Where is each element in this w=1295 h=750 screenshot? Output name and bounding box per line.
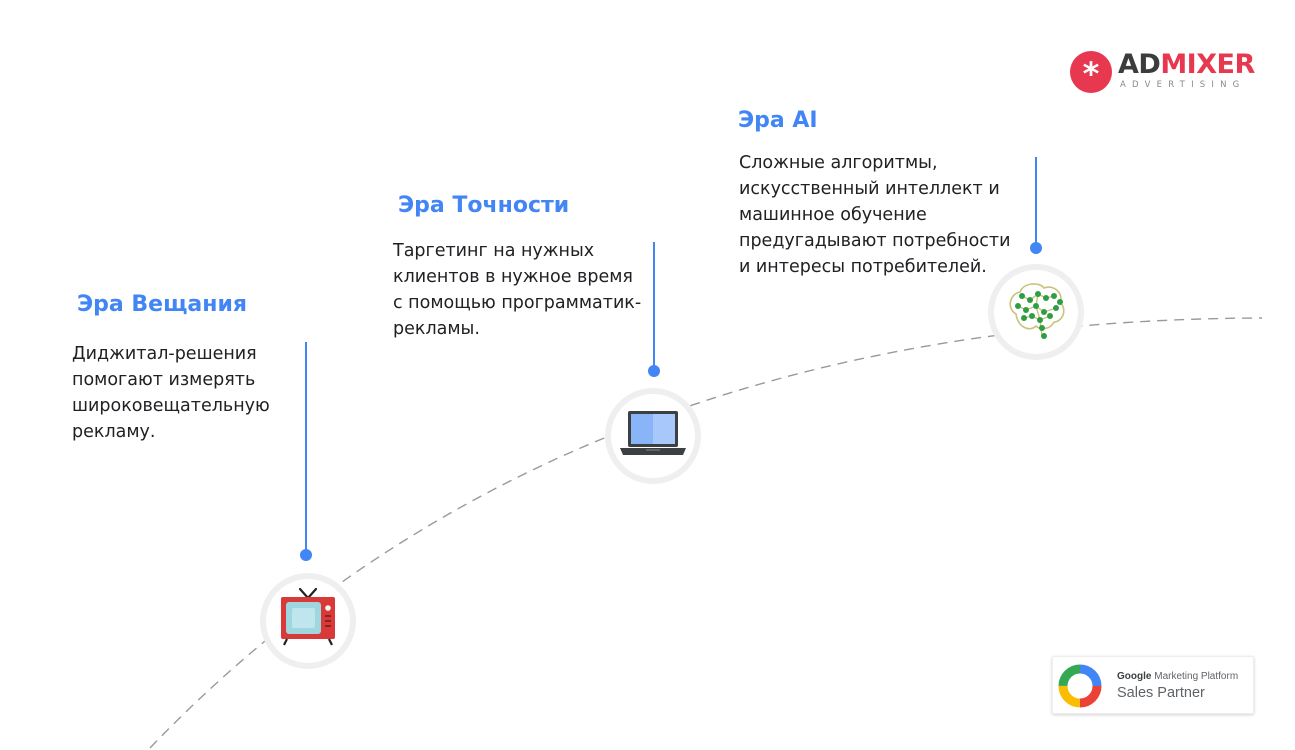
era-ai-title: Эра AI: [738, 108, 818, 133]
admixer-logo: * ADMIXER ADVERTISING: [1070, 49, 1255, 95]
gmp-badge-title: Google Marketing Platform: [1117, 671, 1239, 682]
brain-circuit-icon: [1009, 283, 1065, 339]
era-broadcast-icon-circle: [260, 573, 356, 669]
era-precision-description: Таргетинг на нужных клиентов в нужное вр…: [393, 241, 642, 339]
era-broadcast-connector: [305, 342, 307, 554]
logo-wordmark: ADMIXER: [1118, 49, 1255, 80]
era-ai-description: Сложные алгоритмы, искусственный интелле…: [739, 153, 1011, 277]
era-precision-connector: [653, 242, 655, 369]
google-marketing-platform-icon: [1058, 664, 1102, 708]
era-precision-title: Эра Точности: [398, 193, 570, 218]
era-broadcast-description: Диджитал-решения помогают измерять широк…: [72, 344, 270, 442]
era-ai-dot: [1030, 242, 1042, 254]
era-ai-connector: [1035, 157, 1037, 245]
era-precision-dot: [648, 365, 660, 377]
era-ai-icon-circle: [988, 264, 1084, 360]
tv-icon: [281, 587, 335, 646]
gmp-sales-partner-badge: Google Marketing Platform Sales Partner: [1052, 656, 1254, 714]
laptop-icon: [620, 411, 686, 455]
era-precision-icon-circle: [605, 388, 701, 484]
era-broadcast-title: Эра Вещания: [77, 292, 247, 317]
logo-mark: [1070, 51, 1112, 93]
gmp-badge-subtitle: Sales Partner: [1117, 685, 1205, 701]
era-broadcast-dot: [300, 549, 312, 561]
logo-tagline: ADVERTISING: [1120, 80, 1246, 90]
asterisk-icon: *: [1082, 55, 1100, 93]
